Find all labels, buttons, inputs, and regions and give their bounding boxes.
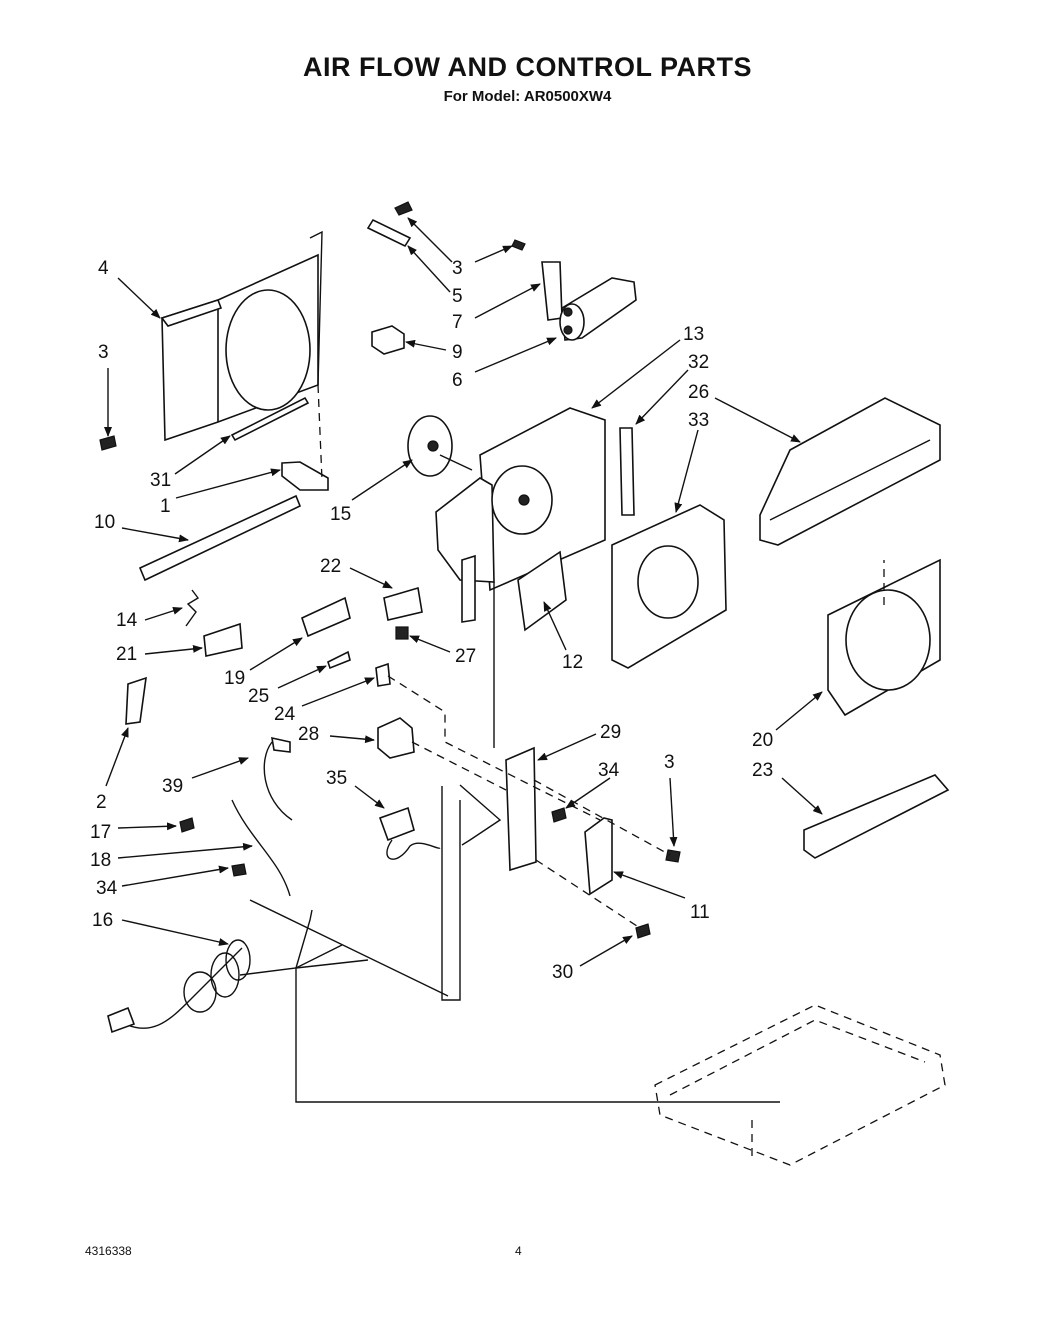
capacitor-bracket-part-7 — [541, 261, 563, 321]
callout-39: 39 — [162, 776, 183, 797]
assembly-lines — [249, 384, 885, 1103]
clip-part-25 — [327, 650, 351, 670]
callout-27: 27 — [455, 646, 476, 667]
callout-15: 15 — [330, 504, 351, 525]
callout-29: 29 — [600, 722, 621, 743]
screw-part-3-left — [99, 435, 117, 451]
callout-21: 21 — [116, 644, 137, 665]
callout-12: 12 — [562, 652, 583, 673]
bracket-part-5 — [366, 218, 412, 248]
condenser-shroud-part-20 — [827, 558, 941, 717]
callout-34: 34 — [96, 878, 118, 899]
power-cord-part-16 — [107, 909, 369, 1034]
bracket-part-19 — [301, 596, 351, 638]
strip-part-31 — [230, 396, 310, 442]
callout-3: 3 — [98, 342, 109, 363]
label-part-21 — [203, 622, 243, 657]
page-number: 4 — [515, 1244, 522, 1258]
callout-22: 22 — [320, 556, 341, 577]
fan-shroud-part-4 — [160, 230, 323, 442]
callout-26: 26 — [688, 382, 709, 403]
air-duct-part-26 — [759, 397, 941, 546]
wire-part-39 — [263, 741, 293, 821]
rail-part-10 — [138, 494, 302, 582]
callout-25: 25 — [248, 686, 269, 707]
callout-20: 20 — [752, 730, 773, 751]
callout-2: 2 — [96, 792, 107, 813]
callout-30: 30 — [552, 962, 573, 983]
callout-5: 5 — [452, 286, 463, 307]
screw-part-34-left — [231, 863, 247, 877]
callout-14: 14 — [116, 610, 138, 631]
callout-3: 3 — [452, 258, 463, 279]
screw-part-34-right — [551, 807, 567, 823]
switch-part-28 — [377, 717, 415, 759]
screw-part-3-cap — [511, 239, 526, 251]
bulkhead-part-13 — [435, 407, 606, 623]
base-pan-outline — [654, 1004, 946, 1166]
callout-19: 19 — [224, 668, 245, 689]
callout-28: 28 — [298, 724, 319, 745]
terminal-part-24 — [375, 662, 391, 687]
callout-11: 11 — [690, 902, 710, 923]
callout-4: 4 — [98, 258, 109, 279]
callout-32: 32 — [688, 352, 709, 373]
callout-23: 23 — [752, 760, 773, 781]
knob-part-27 — [395, 626, 409, 640]
callout-6: 6 — [452, 370, 463, 391]
screw-part-3-top — [394, 201, 413, 216]
callout-13: 13 — [683, 324, 704, 345]
thermostat-part-35 — [378, 806, 415, 842]
screw-part-3-right — [665, 849, 681, 863]
label-part-22 — [383, 586, 423, 621]
capacitor-part-6 — [559, 277, 637, 341]
spring-part-14 — [185, 589, 200, 627]
seal-strip-part-32 — [619, 427, 635, 516]
document-number: 4316338 — [85, 1244, 132, 1258]
leader-lines — [104, 217, 823, 967]
tube-part-2 — [125, 676, 147, 725]
control-bracket-part-29 — [505, 746, 537, 872]
callout-16: 16 — [92, 910, 113, 931]
callout-31: 31 — [150, 470, 171, 491]
callout-24: 24 — [274, 704, 296, 725]
callout-1: 1 — [160, 496, 171, 517]
callout-7: 7 — [452, 312, 463, 333]
callout-34: 34 — [598, 760, 620, 781]
page-title: AIR FLOW AND CONTROL PARTS — [303, 52, 752, 82]
screw-part-17 — [179, 817, 195, 833]
callout-3: 3 — [664, 752, 675, 773]
ground-wire-part-18 — [231, 799, 291, 897]
bracket-part-1 — [281, 461, 329, 491]
control-plate-part-12 — [517, 550, 567, 632]
callout-18: 18 — [90, 850, 111, 871]
block-part-9 — [371, 325, 405, 355]
callout-10: 10 — [94, 512, 115, 533]
fan-hub-part-15 — [407, 415, 453, 477]
callout-labels: 4 3 3 3 3 5 7 9 6 13 32 26 33 31 1 15 10… — [90, 258, 773, 983]
callout-17: 17 — [90, 822, 111, 843]
screw-part-30 — [635, 923, 651, 939]
callout-9: 9 — [452, 342, 463, 363]
model-subtitle: For Model: AR0500XW4 — [443, 88, 612, 105]
orifice-panel-part-33 — [611, 504, 727, 669]
wire-part-39-plug — [271, 736, 291, 753]
drain-trough-part-23 — [803, 774, 950, 859]
callout-33: 33 — [688, 410, 709, 431]
callout-35: 35 — [326, 768, 347, 789]
cover-part-11 — [584, 817, 613, 896]
